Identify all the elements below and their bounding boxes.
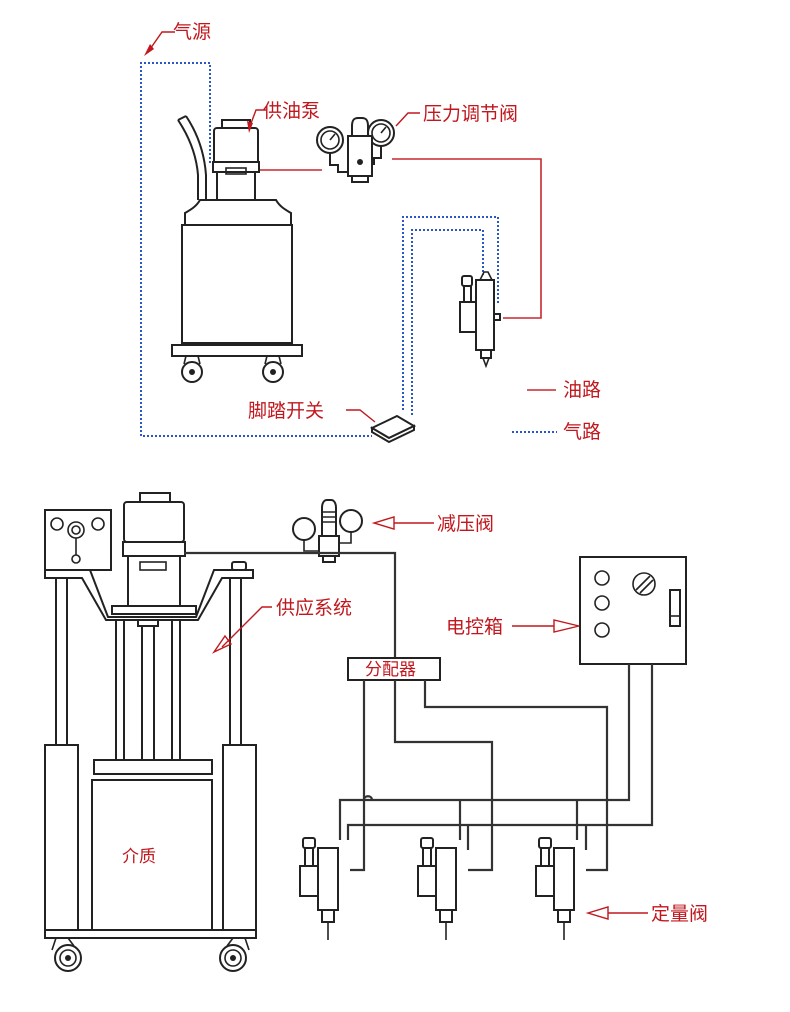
- legend-item-air: 气路: [512, 421, 601, 443]
- bottom-diagram: 介质 供应系统 减压阀 分配器: [44, 492, 708, 972]
- pressure-regulator-label: 压力调节阀: [423, 103, 518, 125]
- control-box-label: 电控箱: [446, 616, 503, 638]
- distributor-label: 分配器: [365, 660, 416, 680]
- reducing-valve: [292, 499, 363, 563]
- air-source-label: 气源: [173, 21, 211, 43]
- supply-pipe: [184, 551, 397, 658]
- reducing-valve-label: 减压阀: [437, 513, 494, 535]
- legend: 油路 气路: [512, 379, 601, 443]
- metering-valve-callout: 定量阀: [585, 903, 708, 925]
- foot-switch-callout: 脚踏开关: [248, 400, 376, 423]
- oil-pump-callout: 供油泵: [247, 100, 320, 133]
- air-line-valve-inner: [411, 229, 484, 415]
- distribution-pipes: [338, 664, 654, 872]
- foot-switch-label: 脚踏开关: [248, 400, 324, 422]
- control-box-callout: 电控箱: [446, 616, 580, 638]
- oil-line-regulator-to-valve: [392, 158, 542, 319]
- oil-pump-cart: [171, 115, 303, 383]
- metering-valve-1: [299, 837, 339, 940]
- pressure-regulator-callout: 压力调节阀: [395, 103, 518, 127]
- pressure-regulator: [316, 117, 395, 183]
- supply-station: 介质: [44, 492, 257, 972]
- air-line-valve-outer: [402, 216, 499, 410]
- air-source-callout: 气源: [144, 21, 211, 56]
- control-box: [579, 556, 687, 665]
- metering-valve-label: 定量阀: [651, 903, 708, 925]
- legend-air-label: 气路: [563, 421, 601, 443]
- supply-system-label: 供应系统: [276, 597, 352, 619]
- distributor: 分配器: [347, 657, 441, 681]
- reducing-valve-callout: 减压阀: [371, 513, 494, 535]
- legend-item-oil: 油路: [527, 379, 601, 401]
- dispensing-valve: [459, 271, 501, 369]
- supply-system-callout: 供应系统: [211, 597, 352, 654]
- air-line-main: [140, 62, 372, 437]
- foot-switch: [369, 414, 417, 444]
- medium-label: 介质: [122, 847, 156, 867]
- metering-valve-2: [417, 837, 457, 940]
- legend-oil-label: 油路: [563, 379, 601, 401]
- metering-valve-3: [535, 837, 575, 940]
- oil-pump-label: 供油泵: [263, 100, 320, 122]
- top-diagram: 气源: [140, 21, 601, 444]
